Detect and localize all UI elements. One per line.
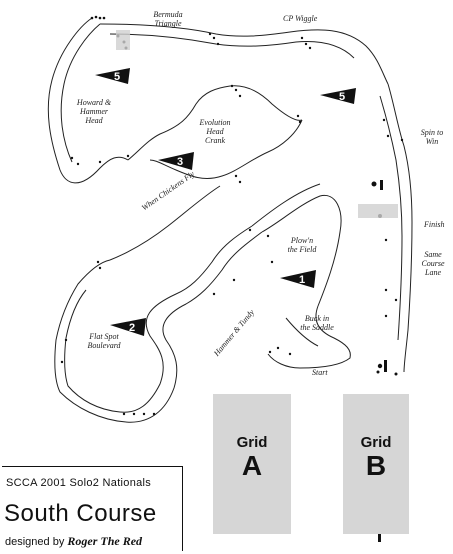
lower-course-path <box>54 183 351 423</box>
label-spin-to-win: Spin to Win <box>420 128 444 146</box>
grid-a-label: Grid <box>236 434 268 451</box>
label-plow-the-field: Plow'n the Field <box>287 236 317 254</box>
grid-b: Grid B <box>343 394 409 534</box>
cone-markers <box>60 15 404 416</box>
section-5-number: 5 <box>339 91 345 103</box>
title-block: SCCA 2001 Solo2 Nationals South Course d… <box>2 466 183 551</box>
section-2-number: 2 <box>129 322 135 334</box>
label-evolution-head-crank: Evolution Head Crank <box>199 118 231 145</box>
grid-b-letter: B <box>365 450 387 481</box>
designer-line: designed by Roger The Red <box>5 534 142 549</box>
upper-course-path <box>47 17 413 373</box>
label-bermuda-triangle: Bermuda Triangle <box>153 10 183 28</box>
grid-b-label: Grid <box>360 434 392 451</box>
grid-a: Grid A <box>213 394 291 534</box>
section-4-triangle <box>95 68 130 84</box>
label-howard-hammer-head: Howard & Hammer Head <box>76 98 112 125</box>
designed-by-prefix: designed by <box>5 536 65 548</box>
section-triangles <box>95 68 356 336</box>
section-1-number: 1 <box>299 274 305 286</box>
grid-a-letter: A <box>241 450 263 481</box>
section-4-number: 5 <box>114 71 120 83</box>
label-cp-wiggle: CP Wiggle <box>283 14 318 23</box>
section-1-triangle <box>280 270 316 288</box>
shaded-entry <box>116 30 398 218</box>
label-buck-in-saddle: Buck in the Saddle <box>300 314 334 332</box>
label-start: Start <box>312 368 328 377</box>
label-same-course-lane: Same Course Lane <box>421 250 445 277</box>
label-flat-spot-boulevard: Flat Spot Boulevard <box>87 332 121 350</box>
section-numbers: 5 3 5 1 2 <box>114 71 345 334</box>
start-marker <box>378 180 387 542</box>
section-3-triangle <box>158 152 194 170</box>
section-5-triangle <box>320 88 356 104</box>
section-2-triangle <box>110 318 146 336</box>
label-finish: Finish <box>424 220 445 229</box>
designer-name: Roger The Red <box>67 534 143 548</box>
section-3-number: 3 <box>177 156 183 168</box>
event-title: SCCA 2001 Solo2 Nationals <box>6 477 152 489</box>
course-title: South Course <box>4 500 157 527</box>
